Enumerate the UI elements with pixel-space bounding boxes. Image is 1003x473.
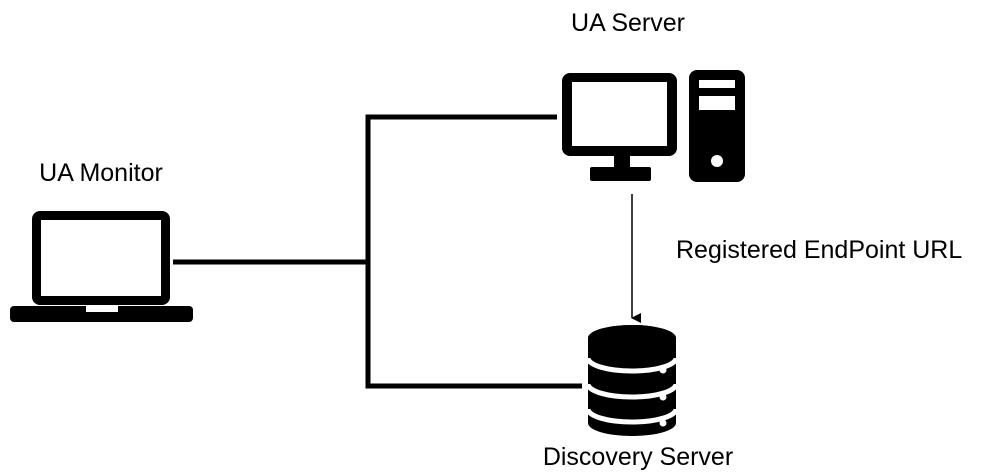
link-bus-to-server	[365, 114, 557, 262]
network-links	[173, 114, 582, 389]
ua-monitor-label: UA Monitor	[39, 159, 163, 187]
database-icon	[585, 325, 679, 436]
ua-server-label: UA Server	[571, 9, 685, 37]
laptop-icon	[10, 211, 193, 322]
link-bus-to-discovery	[365, 262, 582, 389]
desktop-computer-icon	[562, 70, 745, 182]
registration-label: Registered EndPoint URL	[676, 236, 962, 264]
discovery-server-label: Discovery Server	[543, 443, 733, 471]
